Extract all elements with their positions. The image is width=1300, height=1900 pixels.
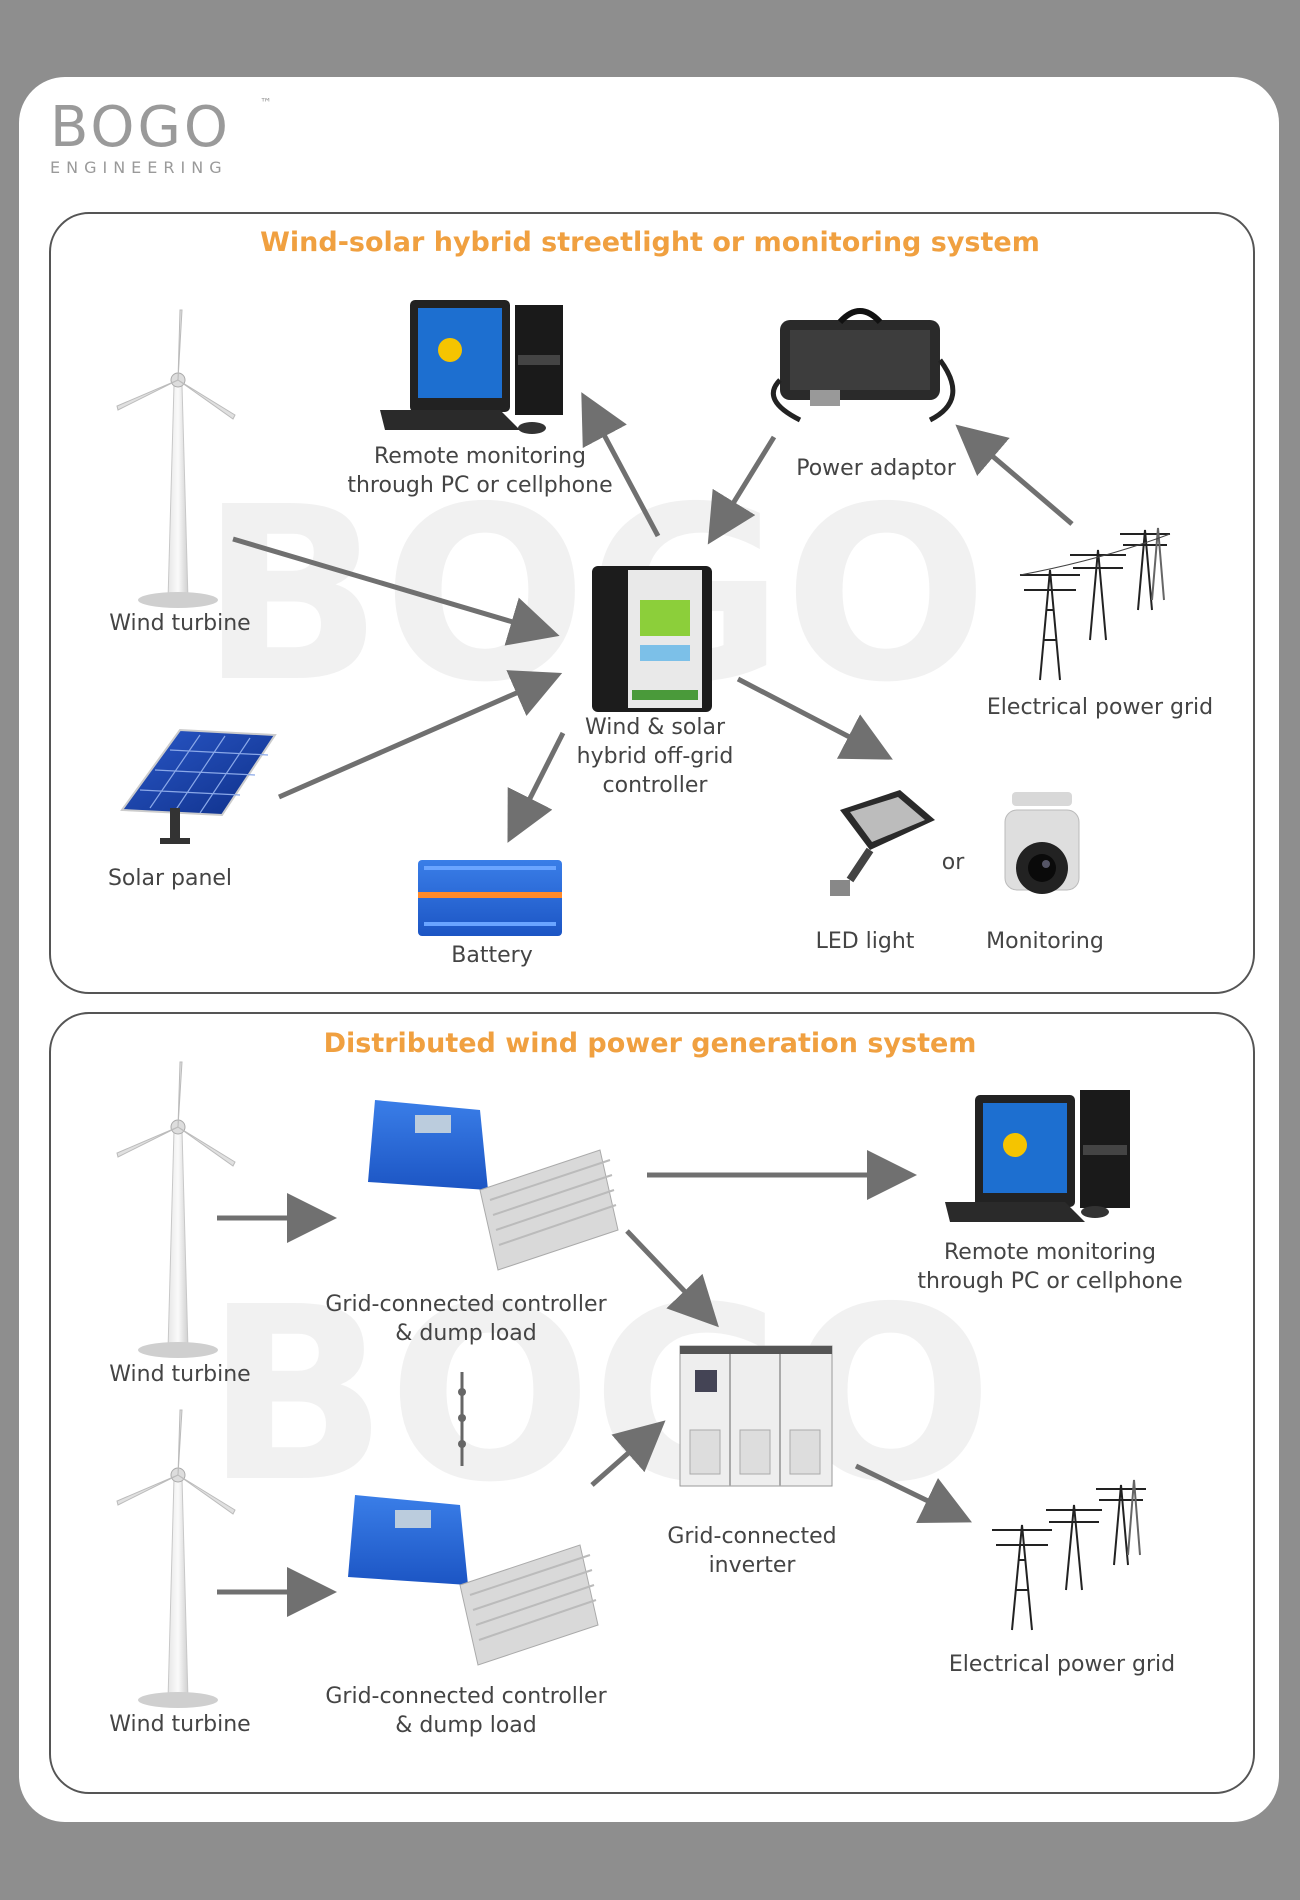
battery-icon	[418, 860, 562, 936]
label-solar-panel: Solar panel	[107, 866, 233, 891]
label-battery: Battery	[451, 943, 533, 968]
panel2-title: Distributed wind power generation system	[323, 1028, 977, 1059]
hybrid-controller-icon	[592, 566, 712, 712]
label-grid-controller-1: Grid-connected controller & dump load	[325, 1292, 607, 1346]
label-grid-controller-2: Grid-connected controller & dump load	[325, 1684, 607, 1738]
grid-controller-icon	[368, 1100, 619, 1271]
wind-turbine-icon	[116, 309, 236, 608]
led-light-icon	[830, 790, 935, 896]
controller-link	[458, 1372, 466, 1466]
label-monitoring: Monitoring	[986, 929, 1104, 954]
panel-hybrid-system	[49, 212, 1255, 994]
label-remote-monitoring: Remote monitoring through PC or cellphon…	[347, 444, 613, 498]
power-adaptor-icon	[770, 308, 956, 423]
panel-distributed-system	[49, 1012, 1255, 1794]
wind-turbine-icon	[116, 1409, 236, 1708]
watermark-logo-2: BOGO	[205, 1255, 993, 1535]
desktop-pc-icon	[380, 300, 563, 434]
power-grid-icon	[992, 1479, 1146, 1631]
arrows-panel2	[217, 1150, 972, 1617]
label-wind-turbine: Wind turbine	[109, 611, 251, 636]
grid-controller-icon	[348, 1495, 599, 1666]
label-or: or	[941, 850, 965, 875]
label-power-adaptor: Power adaptor	[796, 456, 956, 481]
main-card	[19, 77, 1279, 1822]
label-wind-turbine-1: Wind turbine	[109, 1362, 251, 1387]
monitoring-camera-icon	[1004, 792, 1080, 894]
power-grid-icon	[1019, 527, 1171, 681]
label-wind-turbine-2: Wind turbine	[109, 1712, 251, 1737]
brand-logo: BOGO ENGINEERING ™	[50, 95, 272, 177]
grid-inverter-icon	[679, 1345, 833, 1487]
brand-sub: ENGINEERING	[50, 158, 228, 177]
solar-panel-icon	[120, 728, 277, 844]
label-remote-monitoring-2: Remote monitoring through PC or cellphon…	[917, 1240, 1183, 1294]
brand-tm: ™	[260, 96, 272, 110]
label-grid-inverter: Grid-connected inverter	[667, 1524, 837, 1578]
wind-turbine-icon	[116, 1061, 236, 1358]
label-power-grid-2: Electrical power grid	[948, 1652, 1176, 1677]
label-hybrid-controller: Wind & solar hybrid off-grid controller	[576, 715, 734, 798]
label-power-grid: Electrical power grid	[986, 695, 1214, 720]
label-led-light: LED light	[815, 929, 915, 954]
desktop-pc-icon	[945, 1090, 1130, 1222]
arrows-panel1	[232, 392, 1074, 843]
brand-name: BOGO	[50, 95, 231, 160]
panel1-title: Wind-solar hybrid streetlight or monitor…	[260, 227, 1040, 258]
